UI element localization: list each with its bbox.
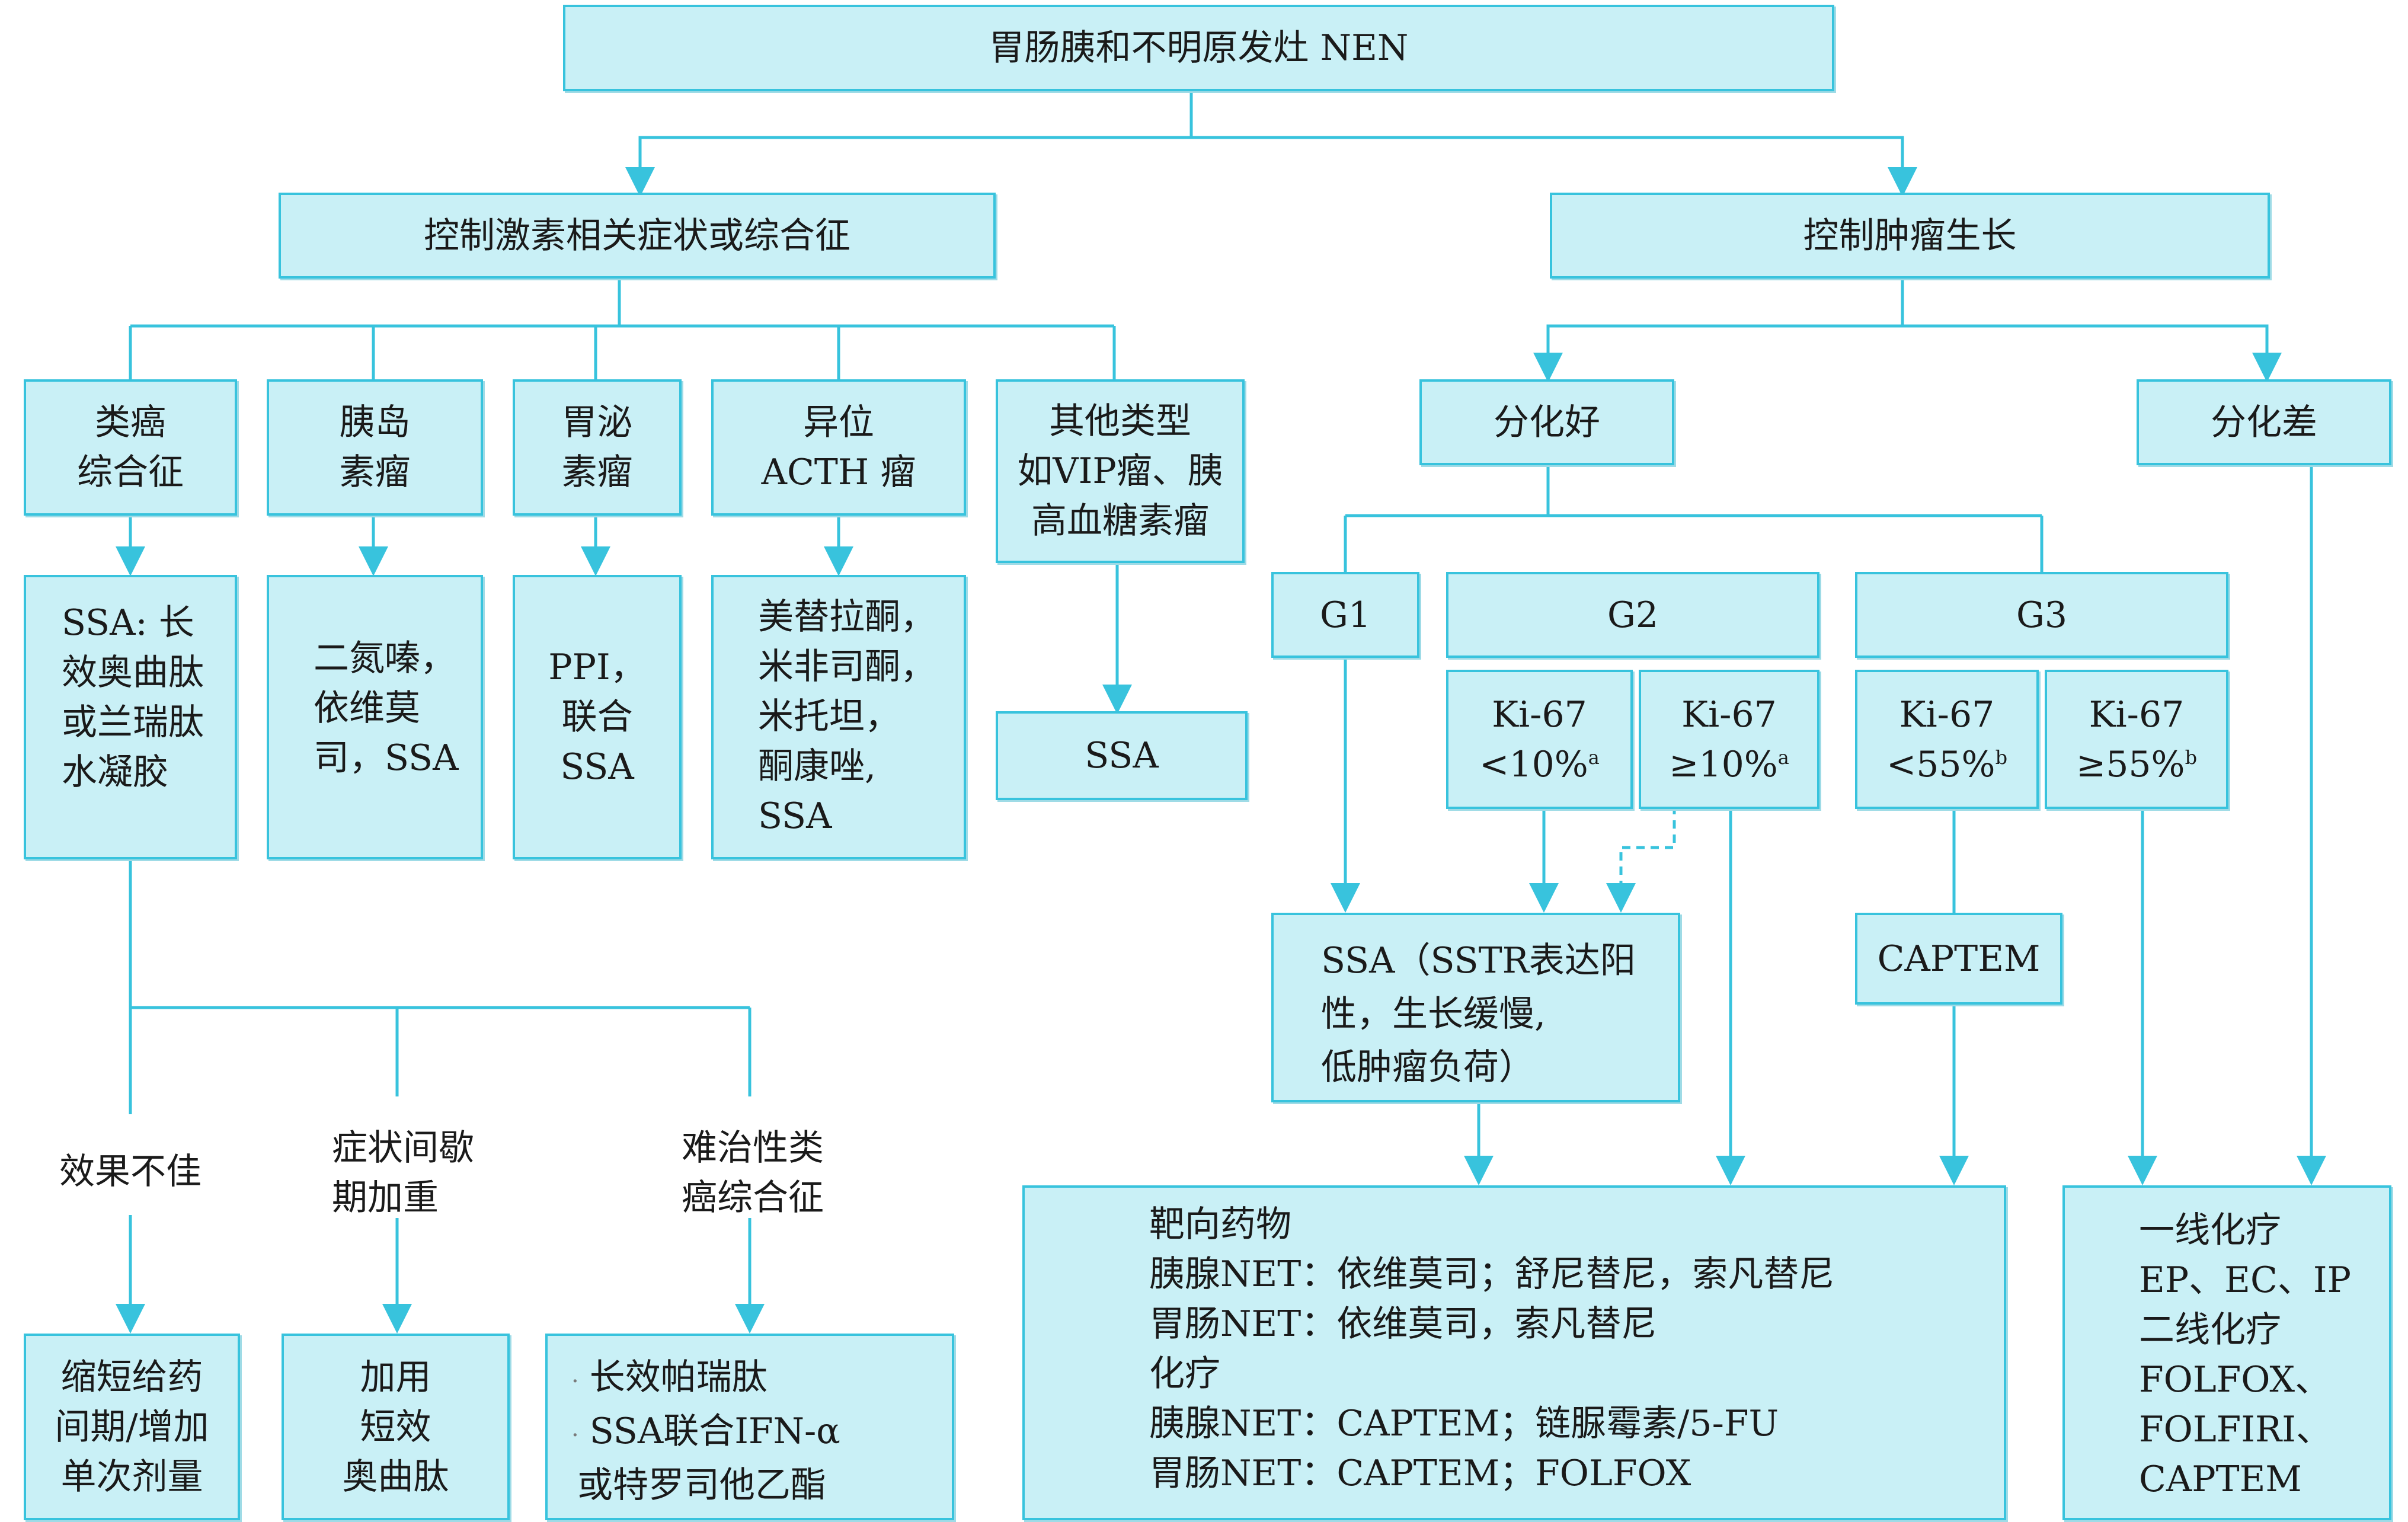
grade-g2: G2 (1446, 572, 1819, 658)
treatment-ectopic-acth: 美替拉酮， 米非司酮， 米托坦， 酮康唑, SSA (711, 575, 966, 859)
grade-g1: G1 (1271, 572, 1419, 658)
ki67-g2-low: Ki-67 <10%a (1446, 670, 1633, 809)
ki67-g3-low: Ki-67 <55%b (1855, 670, 2039, 809)
poorly-differentiated-box: 分化差 (2137, 379, 2391, 465)
grade-g3: G3 (1855, 572, 2228, 658)
syndrome-ectopic-acth: 异位 ACTH 瘤 (711, 379, 966, 516)
symptom-control-box: 控制激素相关症状或综合征 (279, 193, 996, 279)
action-shorten-interval: 缩短给药 间期/增加 单次剂量 (24, 1334, 240, 1520)
well-differentiated-box: 分化好 (1419, 379, 1674, 465)
syndrome-carcinoid: 类癌 综合征 (24, 379, 237, 516)
condition-refractory: 难治性类 癌综合征 (682, 1127, 824, 1219)
title-text: 胃肠胰和不明原发灶 NEN (989, 27, 1409, 69)
bullet-icon: · (571, 1368, 579, 1395)
action-add-short-acting: 加用 短效 奥曲肽 (282, 1334, 510, 1520)
ki67-g2-high: Ki-67 ≥10%a (1639, 670, 1819, 809)
tumor-control-label: 控制肿瘤生长 (1803, 215, 2017, 257)
treatment-gastrinoma: PPI， 联合 SSA (513, 575, 682, 859)
syndrome-other: 其他类型 如VIP瘤、胰 高血糖素瘤 (996, 379, 1245, 563)
condition-poor-effect: 效果不佳 (59, 1151, 202, 1192)
tumor-control-box: 控制肿瘤生长 (1550, 193, 2270, 279)
chemotherapy-box: 一线化疗 EP、EC、IP 二线化疗 FOLFOX、 FOLFIRI、 CAPT… (2062, 1185, 2391, 1520)
syndrome-insulinoma: 胰岛 素瘤 (267, 379, 483, 516)
symptom-control-label: 控制激素相关症状或综合征 (424, 215, 850, 257)
ssa-sstr-box: SSA（SSTR表达阳 性，生长缓慢, 低肿瘤负荷） (1271, 913, 1680, 1102)
treatment-insulinoma: 二氮嗪， 依维莫 司，SSA (267, 575, 483, 859)
captem-box: CAPTEM (1855, 913, 2062, 1005)
syndrome-gastrinoma: 胃泌 素瘤 (513, 379, 682, 516)
bullet-icon: · (571, 1422, 579, 1449)
title-box: 胃肠胰和不明原发灶 NEN (563, 5, 1834, 91)
condition-intermittent: 症状间歇 期加重 (332, 1127, 474, 1219)
treatment-other-ssa: SSA (996, 711, 1248, 800)
targeted-therapy-box: 靶向药物 胰腺NET：依维莫司；舒尼替尼，索凡替尼 胃肠NET：依维莫司，索凡替… (1022, 1185, 2006, 1520)
ki67-g3-high: Ki-67 ≥55%b (2045, 670, 2228, 809)
treatment-carcinoid: SSA: 长 效奥曲肽 或兰瑞肽 水凝胶 (24, 575, 237, 859)
action-refractory: ·长效帕瑞肽 ·SSA联合IFN-α 或特罗司他乙酯 (545, 1334, 954, 1520)
